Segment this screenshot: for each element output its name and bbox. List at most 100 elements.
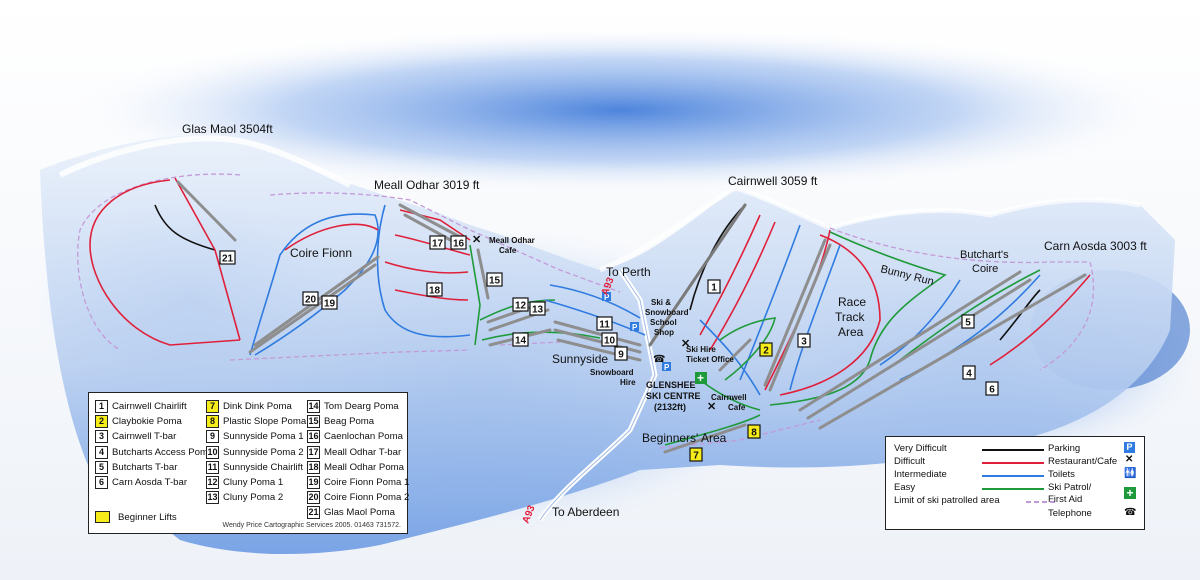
lift-legend-item: 17 Meall Odhar T-bar bbox=[307, 445, 409, 460]
centre-name-1: GLENSHEE bbox=[646, 380, 696, 390]
key-line-easy bbox=[982, 488, 1044, 490]
school-3: School bbox=[650, 318, 677, 327]
school-2: Snowboard bbox=[645, 308, 689, 317]
lift-name: Sunnyside Chairlift bbox=[223, 461, 303, 473]
lift-number: 15 bbox=[307, 415, 320, 429]
lift-marker-15: 15 bbox=[486, 272, 503, 287]
lift-marker-9: 9 bbox=[614, 346, 628, 361]
lift-marker-label: 17 bbox=[432, 239, 444, 250]
lift-name: Glas Maol Poma bbox=[324, 507, 395, 519]
lift-marker-20: 20 bbox=[302, 291, 319, 306]
lift-marker-label: 15 bbox=[489, 276, 501, 287]
lift-number: 18 bbox=[307, 460, 320, 474]
lift-marker-17: 17 bbox=[429, 235, 446, 250]
label-race-track-2: Track bbox=[835, 310, 866, 324]
lift-name: Meall Odhar T-bar bbox=[324, 446, 402, 458]
lift-number: 4 bbox=[95, 445, 108, 459]
telephone-icon: ☎ bbox=[1124, 507, 1137, 518]
cairnwell-cafe-1: Cairnwell bbox=[711, 393, 747, 402]
first-aid-icon: + bbox=[1124, 487, 1136, 500]
lift-name: Coire Fionn Poma 1 bbox=[324, 477, 410, 489]
lift-name: Carn Aosda T-bar bbox=[112, 477, 188, 489]
lift-marker-8: 8 bbox=[747, 424, 761, 439]
ticket-office: Ticket Office bbox=[686, 355, 734, 364]
lift-marker-11: 11 bbox=[596, 316, 613, 331]
lift-marker-label: 8 bbox=[751, 428, 757, 439]
lift-number: 8 bbox=[206, 415, 219, 429]
key-ski-patrol: Ski Patrol/ bbox=[1048, 482, 1092, 493]
lift-number: 5 bbox=[95, 460, 108, 474]
lift-number: 6 bbox=[95, 476, 108, 490]
lift-number: 2 bbox=[95, 415, 108, 429]
key-telephone: Telephone bbox=[1048, 508, 1092, 519]
key-line-intermediate bbox=[982, 475, 1044, 477]
lift-name: Caenlochan Poma bbox=[324, 431, 403, 443]
lift-marker-5: 5 bbox=[961, 314, 975, 329]
peak-glas-maol: Glas Maol 3504ft bbox=[182, 122, 273, 136]
key-line-difficult bbox=[982, 462, 1044, 464]
svg-text:P: P bbox=[604, 293, 610, 302]
key-very-difficult: Very Difficult bbox=[894, 443, 947, 454]
coire-fionn-runs bbox=[249, 213, 379, 356]
beginner-swatch bbox=[95, 511, 110, 523]
lift-marker-7: 7 bbox=[689, 447, 703, 462]
lift-marker-label: 20 bbox=[305, 295, 317, 306]
lift-marker-10: 10 bbox=[601, 332, 618, 347]
lift-marker-4: 4 bbox=[962, 365, 976, 380]
map-key: Very Difficult Difficult Intermediate Ea… bbox=[885, 436, 1145, 530]
key-difficult: Difficult bbox=[894, 456, 925, 467]
lift-marker-label: 7 bbox=[693, 451, 699, 462]
label-to-aberdeen: To Aberdeen bbox=[552, 505, 619, 519]
ski-hire: Ski Hire bbox=[686, 345, 716, 354]
parking-icon bbox=[602, 292, 611, 301]
label-sunnyside: Sunnyside bbox=[552, 352, 608, 366]
lift-number: 19 bbox=[307, 476, 320, 490]
lift-marker-label: 19 bbox=[324, 299, 336, 310]
lift-marker-label: 6 bbox=[989, 385, 995, 396]
lift-number: 11 bbox=[206, 460, 219, 474]
glas-maol-runs bbox=[89, 177, 241, 346]
beginner-area-runs bbox=[664, 379, 761, 446]
lift-marker-13: 13 bbox=[529, 301, 546, 316]
lift-legend-item: 11 Sunnyside Chairlift bbox=[206, 460, 306, 475]
centre-name-2: SKI CENTRE bbox=[646, 391, 701, 401]
lift-marker-1: 1 bbox=[707, 279, 721, 294]
lift-marker-label: 4 bbox=[966, 369, 972, 380]
key-patrol-limit: Limit of ski patrolled area bbox=[894, 495, 1000, 506]
school-1: Ski & bbox=[651, 298, 671, 307]
first-aid-icon bbox=[695, 372, 707, 384]
lift-lines bbox=[176, 180, 1087, 454]
lift-name: Sunnyside Poma 1 bbox=[223, 431, 304, 443]
key-intermediate: Intermediate bbox=[894, 469, 947, 480]
meall-cafe-1: Meall Odhar bbox=[489, 236, 535, 245]
key-first-aid: First Aid bbox=[1048, 494, 1083, 505]
lift-marker-label: 1 bbox=[711, 283, 717, 294]
lift-marker-label: 16 bbox=[453, 239, 465, 250]
lift-marker-14: 14 bbox=[512, 332, 529, 347]
meall-cafe-2: Cafe bbox=[499, 246, 517, 255]
key-line-very-difficult bbox=[982, 449, 1044, 451]
lift-number: 17 bbox=[307, 445, 320, 459]
lift-name: Sunnyside Poma 2 bbox=[223, 446, 304, 458]
svg-text:P: P bbox=[664, 363, 670, 372]
key-line-patrol bbox=[1026, 501, 1056, 503]
lift-marker-3: 3 bbox=[797, 333, 811, 348]
lift-number: 1 bbox=[95, 400, 108, 414]
lift-marker-label: 21 bbox=[222, 254, 234, 265]
lift-marker-label: 12 bbox=[515, 301, 527, 312]
lift-number: 7 bbox=[206, 400, 219, 414]
label-butcharts-1: Butchart's bbox=[960, 249, 1009, 261]
lift-name: Plastic Slope Poma bbox=[223, 416, 307, 428]
